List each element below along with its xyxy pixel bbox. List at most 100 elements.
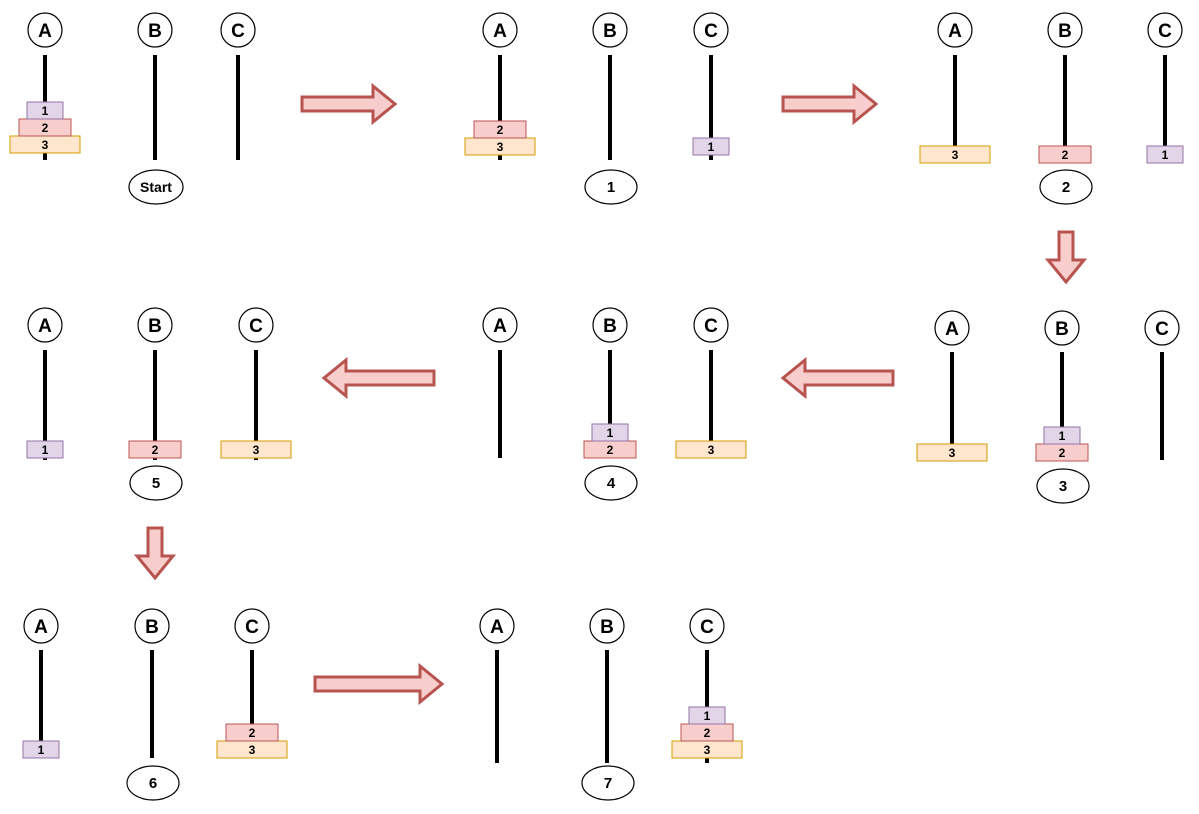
peg-label-c: C [693,12,729,48]
disk-1: 1 [591,423,629,442]
svg-text:2: 2 [42,121,49,135]
peg-label-c: C [1147,12,1183,48]
peg-label-c: C [693,307,729,343]
svg-text:C: C [1158,21,1172,42]
disk-3: 3 [671,740,743,759]
svg-text:2: 2 [1062,148,1069,162]
disk-3: 3 [916,443,988,462]
disk-1: 1 [26,101,64,120]
svg-text:C: C [704,316,718,337]
peg-label-a: A [23,608,59,644]
peg-label-b: B [1044,310,1080,346]
svg-text:2: 2 [607,443,614,457]
state-panel-6: A 1 B C 32 6 [22,608,288,801]
svg-text:C: C [700,617,714,638]
disk-3: 3 [919,145,991,164]
svg-text:C: C [245,617,259,638]
arrow-left-icon [321,356,436,400]
svg-text:B: B [148,316,162,337]
disk-3: 3 [675,440,747,459]
svg-text:1: 1 [38,743,45,757]
svg-text:3: 3 [42,138,49,152]
svg-text:1: 1 [1162,148,1169,162]
svg-text:3: 3 [704,743,711,757]
arrow-right-icon [300,82,398,126]
arrow-right-icon [313,662,445,706]
peg-label-a: A [27,12,63,48]
state-panel-7: A B C 3 21 7 [479,608,743,801]
disk-1: 1 [22,740,60,759]
step-label: 2 [1039,169,1093,205]
disk-2: 2 [128,440,182,459]
svg-text:1: 1 [607,426,614,440]
peg-label-b: B [1047,12,1083,48]
peg-label-b: B [137,307,173,343]
peg-label-a: A [27,307,63,343]
svg-text:2: 2 [704,726,711,740]
svg-text:A: A [948,21,962,42]
svg-text:3: 3 [253,443,260,457]
svg-text:Start: Start [140,179,172,195]
svg-text:B: B [600,617,614,638]
disk-2: 2 [583,440,637,459]
peg-label-c: C [234,608,270,644]
svg-text:B: B [148,21,162,42]
arrow-down-icon [1044,230,1088,285]
svg-text:A: A [493,21,507,42]
disk-2: 2 [680,723,734,742]
svg-text:1: 1 [1059,429,1066,443]
state-panel-2: A 3 B 2 C 1 2 [919,12,1184,205]
svg-text:B: B [603,21,617,42]
peg-label-a: A [482,307,518,343]
svg-text:4: 4 [607,475,616,492]
peg-label-b: B [137,12,173,48]
svg-text:7: 7 [604,775,612,792]
arrow-down-icon [133,526,177,581]
disk-2: 2 [1038,145,1092,164]
disk-2: 2 [225,723,279,742]
svg-text:B: B [1058,21,1072,42]
disk-3: 3 [220,440,292,459]
disk-2: 2 [18,118,72,137]
step-label: 5 [129,465,183,501]
disk-1: 1 [692,137,730,156]
svg-text:1: 1 [607,179,615,196]
svg-text:C: C [1155,319,1169,340]
peg-label-b: B [134,608,170,644]
svg-text:A: A [490,617,504,638]
peg-label-a: A [934,310,970,346]
step-label: 1 [584,169,638,205]
peg-label-b: B [592,307,628,343]
disk-2: 2 [1035,443,1089,462]
svg-text:B: B [145,617,159,638]
disk-1: 1 [1043,426,1081,445]
svg-text:1: 1 [42,443,49,457]
svg-text:A: A [493,316,507,337]
svg-text:2: 2 [152,443,159,457]
peg-label-a: A [937,12,973,48]
svg-text:3: 3 [497,140,504,154]
peg-label-c: C [689,608,725,644]
disk-2: 2 [473,120,527,139]
disk-1: 1 [688,706,726,725]
state-panel-4: A B 2 1 C 3 4 [482,307,747,501]
state-panel-1: A 3 2 B C 1 1 [464,12,730,205]
disk-3: 3 [216,740,288,759]
arrow-right-icon [781,82,879,126]
state-panel-5: A 1 B 2 C 3 5 [26,307,292,501]
peg-label-b: B [592,12,628,48]
disk-3: 3 [464,137,536,156]
svg-text:A: A [38,316,52,337]
svg-text:3: 3 [1059,478,1067,495]
svg-text:1: 1 [708,140,715,154]
disk-1: 1 [1146,145,1184,164]
svg-text:3: 3 [952,148,959,162]
state-panel-3: A 3 B 21 C 3 [916,310,1180,504]
arrow-left-icon [780,356,895,400]
step-label: 7 [581,765,635,801]
svg-text:2: 2 [497,123,504,137]
peg-label-c: C [238,307,274,343]
svg-text:5: 5 [152,475,160,492]
svg-text:6: 6 [149,775,157,792]
